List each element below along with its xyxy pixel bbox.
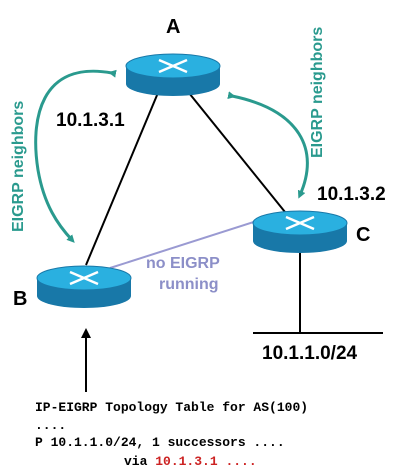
running-label: running <box>159 276 219 293</box>
topology-line-3: P 10.1.1.0/24, 1 successors .... <box>35 435 285 450</box>
topology-line-1: IP-EIGRP Topology Table for AS(100) <box>35 400 308 415</box>
via-ip: 10.1.3.1 <box>155 454 218 469</box>
link-b-c-no-eigrp <box>109 219 261 269</box>
router-a-ip: 10.1.3.1 <box>56 110 125 131</box>
via-prefix: via <box>124 454 155 469</box>
neighbors-arrow-right <box>227 91 309 199</box>
link-a-c <box>184 87 286 213</box>
router-arrows-icon <box>285 215 315 231</box>
neighbors-label-right: EIGRP neighbors <box>309 27 326 158</box>
router-b-name: B <box>13 288 27 310</box>
topology-line-2: .... <box>35 418 66 433</box>
network-label: 10.1.1.0/24 <box>262 343 358 364</box>
router-b[interactable] <box>36 265 132 308</box>
topology-line-4: via 10.1.3.1 .... <box>124 454 257 469</box>
no-eigrp-label: no EIGRP <box>146 255 220 272</box>
router-a[interactable] <box>125 53 221 96</box>
router-a-name: A <box>166 16 180 38</box>
router-arrows-icon <box>158 58 188 74</box>
router-c-name: C <box>356 224 370 246</box>
neighbors-arrow-left <box>34 69 117 243</box>
router-arrows-icon <box>69 270 99 286</box>
router-c-ip: 10.1.3.2 <box>317 184 386 205</box>
via-suffix: .... <box>218 454 257 469</box>
neighbors-label-left: EIGRP neighbors <box>10 101 27 232</box>
router-c[interactable] <box>252 210 348 253</box>
